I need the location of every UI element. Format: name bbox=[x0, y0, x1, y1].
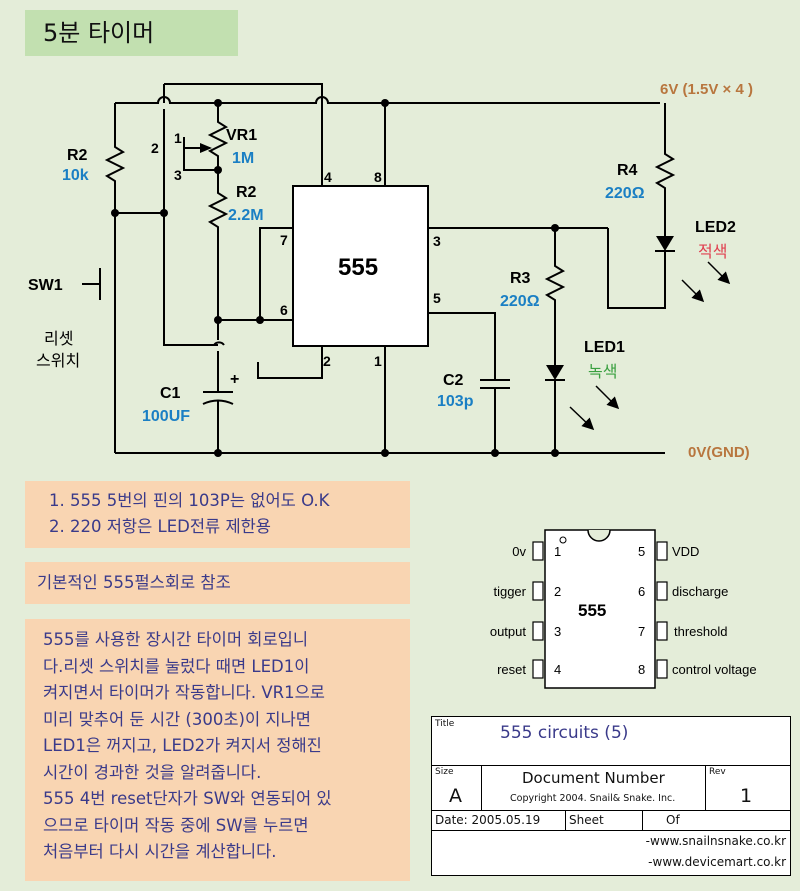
r2-top-ref: R2 bbox=[67, 147, 88, 164]
tb-copyright: Copyright 2004. Snail& Snake. Inc. bbox=[510, 793, 676, 804]
pinout-left-2-name: tigger bbox=[493, 584, 526, 599]
r3-ref: R3 bbox=[510, 270, 531, 287]
description-line: 시간이 경과한 것을 알려줍니다. bbox=[43, 762, 262, 782]
tb-sheet: Sheet bbox=[569, 813, 604, 827]
ic-pin2: 2 bbox=[323, 353, 331, 369]
tb-title-label: Title bbox=[435, 719, 455, 729]
vr1-ref: VR1 bbox=[226, 127, 257, 144]
vr1-wiper-arrow bbox=[200, 143, 212, 153]
c1-value: 100UF bbox=[142, 408, 190, 425]
pinout-right-8-name: control voltage bbox=[672, 662, 757, 677]
pinout-right-6-num: 6 bbox=[638, 584, 645, 599]
pinout-left-3-name: output bbox=[490, 624, 527, 639]
pinout-diagram: 1 2 3 4 5 6 7 8 0v tigger output reset V… bbox=[490, 529, 757, 689]
page-title: 5분 타이머 bbox=[25, 10, 238, 56]
pinout-left-1-num: 1 bbox=[554, 544, 561, 559]
r4-ref: R4 bbox=[617, 162, 638, 179]
pinout-chip-label: 555 bbox=[578, 601, 606, 620]
ic-pin1: 1 bbox=[374, 353, 382, 369]
tb-web2: -www.devicemart.co.kr bbox=[648, 855, 786, 869]
description-line: 다.리셋 스위치를 눌렀다 때면 LED1이 bbox=[43, 656, 310, 676]
tb-title-value: 555 circuits (5) bbox=[500, 723, 629, 743]
vr1-pin2: 2 bbox=[151, 140, 159, 156]
led1-color-label: 녹색 bbox=[588, 362, 617, 381]
sw1-label-line1: 리셋 bbox=[44, 329, 73, 348]
c2-ref: C2 bbox=[443, 372, 464, 389]
description-line: 켜지면서 타이머가 작동합니다. VR1으로 bbox=[43, 683, 325, 702]
vr1-pin3: 3 bbox=[174, 167, 182, 183]
notes-box-1: 1. 555 5번의 핀의 103P는 없어도 O.K 2. 220 저항은 L… bbox=[25, 481, 410, 548]
led2-color-label: 적색 bbox=[698, 242, 727, 261]
tb-rev-label: Rev bbox=[709, 767, 726, 777]
description-box: 555를 사용한 장시간 타이머 회로입니 다.리셋 스위치를 눌렀다 때면 L… bbox=[25, 619, 410, 881]
supply-label: 6V (1.5V × 4 ) bbox=[660, 81, 753, 98]
note-line: 1. 555 5번의 핀의 103P는 없어도 O.K bbox=[49, 491, 330, 510]
tb-size-value: A bbox=[449, 785, 462, 807]
ic-pin7: 7 bbox=[280, 232, 288, 248]
r2-mid-value: 2.2M bbox=[228, 207, 264, 224]
led1-ref: LED1 bbox=[584, 339, 625, 356]
ic-pin6: 6 bbox=[280, 302, 288, 318]
description-line: 으므로 타이머 작동 중에 SW를 누르면 bbox=[43, 815, 309, 835]
tb-date: Date: 2005.05.19 bbox=[435, 813, 541, 827]
sw1-symbol bbox=[82, 268, 101, 300]
vr1-pin1: 1 bbox=[174, 130, 182, 146]
led1-symbol bbox=[545, 365, 620, 431]
ic-label: 555 bbox=[338, 254, 378, 281]
notes-box-2: 기본적인 555펄스회로 참조 bbox=[25, 562, 410, 604]
description-line: 555 4번 reset단자가 SW와 연동되어 있 bbox=[43, 789, 332, 808]
wires bbox=[104, 83, 676, 454]
pinout-right-8-num: 8 bbox=[638, 662, 645, 677]
tb-size-label: Size bbox=[435, 767, 454, 777]
pinout-right-6-name: discharge bbox=[672, 584, 728, 599]
tb-web1: -www.snailnsnake.co.kr bbox=[645, 834, 786, 848]
ground-label: 0V(GND) bbox=[688, 444, 750, 461]
r4-value: 220Ω bbox=[605, 185, 645, 202]
junction-dots bbox=[111, 99, 559, 457]
sw1-ref: SW1 bbox=[28, 277, 63, 294]
description-line: LED1은 꺼지고, LED2가 켜지서 정해진 bbox=[43, 736, 322, 755]
vr1-value: 1M bbox=[232, 150, 254, 167]
note-line: 2. 220 저항은 LED전류 제한용 bbox=[49, 517, 271, 536]
description-line: 555를 사용한 장시간 타이머 회로입니 bbox=[43, 630, 308, 649]
pinout-left-4-name: reset bbox=[497, 662, 526, 677]
pinout-left-4-num: 4 bbox=[554, 662, 561, 677]
pinout-left-3-num: 3 bbox=[554, 624, 561, 639]
pinout-right-5-num: 5 bbox=[638, 544, 645, 559]
pinout-left-2-num: 2 bbox=[554, 584, 561, 599]
pinout-right-7-name: threshold bbox=[674, 624, 727, 639]
led2-symbol bbox=[655, 236, 731, 303]
pinout-left-1-name: 0v bbox=[512, 544, 526, 559]
sw1-label-line2: 스위치 bbox=[36, 351, 80, 370]
r2-mid-ref: R2 bbox=[236, 184, 257, 201]
pinout-right-5-name: VDD bbox=[672, 544, 699, 559]
title-block: Title 555 circuits (5) Size A Document N… bbox=[431, 716, 791, 876]
c1-ref: C1 bbox=[160, 385, 181, 402]
r3-value: 220Ω bbox=[500, 293, 540, 310]
c1-polarity: + bbox=[230, 371, 239, 388]
r2-top-value: 10k bbox=[62, 167, 89, 184]
ic-pin4: 4 bbox=[324, 169, 332, 185]
tb-of: Of bbox=[666, 813, 680, 827]
ic-pin8: 8 bbox=[374, 169, 382, 185]
c2-value: 103p bbox=[437, 393, 474, 410]
pinout-right-7-num: 7 bbox=[638, 624, 645, 639]
ic-pin3: 3 bbox=[433, 233, 441, 249]
tb-rev-value: 1 bbox=[740, 785, 753, 807]
tb-doc-label: Document Number bbox=[522, 769, 665, 787]
ic-555-body bbox=[292, 185, 429, 347]
description-line: 처음부터 다시 시간을 계산합니다. bbox=[43, 842, 277, 861]
ic-pin5: 5 bbox=[433, 290, 441, 306]
led2-ref: LED2 bbox=[695, 219, 736, 236]
description-line: 미리 맞추어 둔 시간 (300초)이 지나면 bbox=[43, 709, 311, 729]
